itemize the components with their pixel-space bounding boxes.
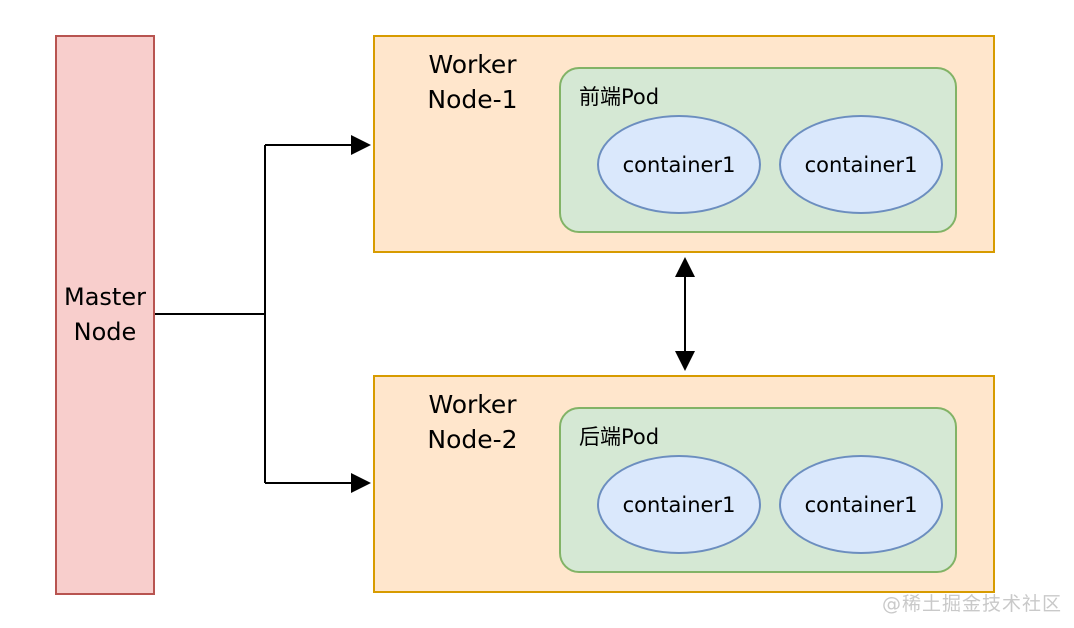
container-shape: container1: [779, 455, 943, 554]
worker-node-1: Worker Node-1 前端Pod container1 container…: [373, 35, 995, 253]
watermark: @稀土掘金技术社区: [881, 593, 1062, 615]
master-node-label: Master Node: [64, 283, 146, 346]
worker-node-2-label: Worker Node-2: [427, 390, 518, 454]
container-shape: container1: [779, 115, 943, 214]
container-label: container1: [622, 152, 736, 177]
container-label: container1: [804, 152, 918, 177]
container-label: container1: [804, 492, 918, 517]
backend-pod: 后端Pod container1 container1: [559, 407, 957, 573]
container-label: container1: [622, 492, 736, 517]
frontend-pod-label: 前端Pod: [579, 85, 660, 109]
frontend-pod: 前端Pod container1 container1: [559, 67, 957, 233]
container-shape: container1: [597, 455, 761, 554]
worker-node-2: Worker Node-2 后端Pod container1 container…: [373, 375, 995, 593]
container-shape: container1: [597, 115, 761, 214]
backend-pod-label: 后端Pod: [579, 425, 660, 449]
master-branch-line: [155, 145, 266, 483]
worker-node-1-label: Worker Node-1: [427, 50, 518, 114]
master-node: Master Node: [55, 35, 155, 595]
